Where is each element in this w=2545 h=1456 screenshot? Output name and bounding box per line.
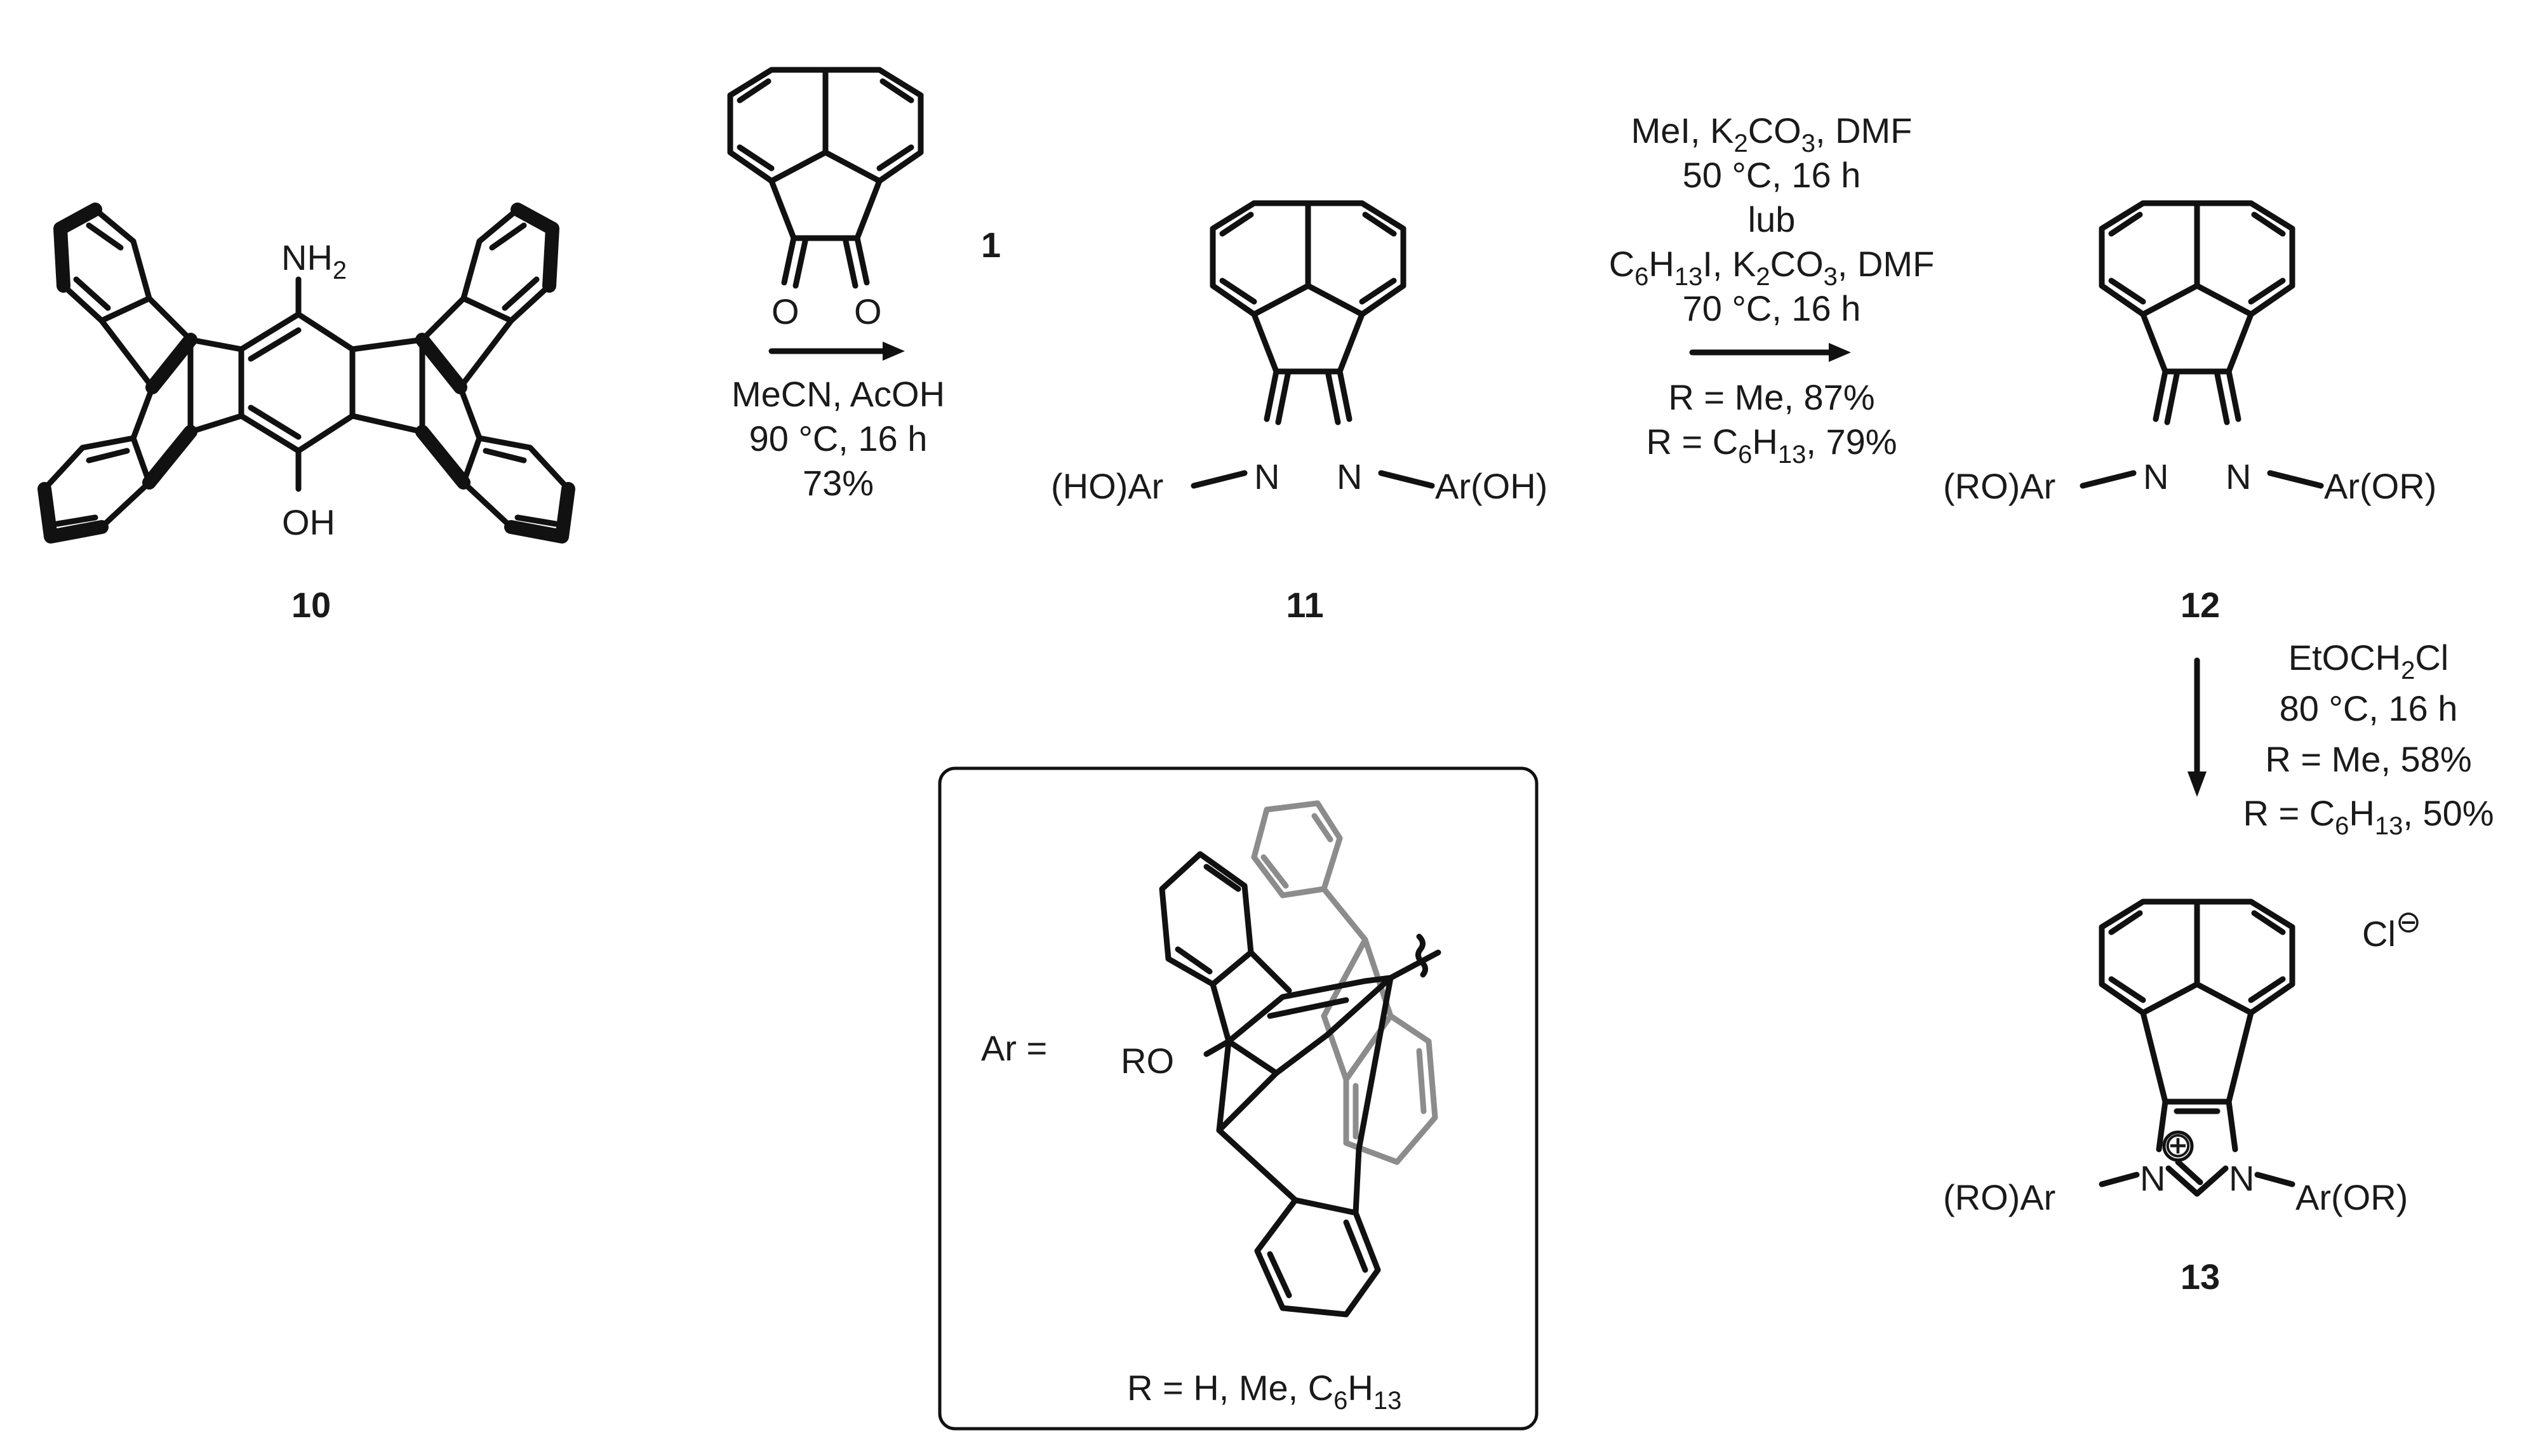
ar-triptycene-structure bbox=[1159, 800, 1441, 1318]
compound-11-nitrogen-left: N bbox=[1254, 457, 1279, 497]
compound-13-left-substituent: (RO)Ar bbox=[1943, 1177, 2055, 1217]
compound-10-oh-label: OH bbox=[282, 502, 335, 542]
compound-12-nitrogen-left: N bbox=[2143, 457, 2168, 497]
compound-11-right-substituent: Ar(OH) bbox=[1435, 466, 1547, 506]
compound-12-right-substituent: Ar(OR) bbox=[2324, 466, 2436, 506]
step-2-yield-methyl: R = Me, 87% bbox=[1668, 377, 1874, 417]
compound-1-structure bbox=[727, 67, 924, 289]
compound-11-nitrogen-right: N bbox=[1337, 457, 1362, 497]
compound-11-left-substituent: (HO)Ar bbox=[1051, 466, 1163, 506]
step-2-condition-hexylation: C6H13I, K2CO3, DMF bbox=[1609, 244, 1935, 291]
compound-12-label: 12 bbox=[2181, 585, 2220, 625]
compound-10-label: 10 bbox=[291, 585, 331, 625]
step-2-condition-temperature-2: 70 °C, 16 h bbox=[1683, 288, 1861, 328]
compound-13-positive-charge: ⊕ bbox=[2163, 1125, 2193, 1165]
step-3-arrowhead bbox=[2188, 771, 2207, 797]
step-2-condition-separator: lub bbox=[1748, 199, 1796, 239]
step-1-condition-yield: 73% bbox=[803, 463, 874, 503]
step-3-condition-reagent: EtOCH2Cl bbox=[2288, 638, 2449, 685]
compound-1-oxygen-right: O bbox=[854, 291, 882, 331]
compound-13-structure bbox=[2099, 898, 2295, 1197]
compound-12-nitrogen-right: N bbox=[2226, 457, 2251, 497]
step-1-condition-solvent: MeCN, AcOH bbox=[731, 374, 945, 414]
step-2-condition-temperature-1: 50 °C, 16 h bbox=[1683, 155, 1861, 195]
r-definition: R = H, Me, C6H13 bbox=[1127, 1368, 1401, 1415]
compound-13-nitrogen-left: N bbox=[2140, 1158, 2165, 1198]
step-3-yield-methyl: R = Me, 58% bbox=[2265, 739, 2471, 779]
ar-definition-box bbox=[938, 766, 1539, 1431]
step-2-condition-methylation: MeI, K2CO3, DMF bbox=[1631, 110, 1913, 157]
step-1-arrowhead bbox=[883, 342, 905, 361]
compound-10-structure bbox=[37, 203, 575, 544]
compound-13-label: 13 bbox=[2181, 1257, 2220, 1297]
compound-10-nh2-label: NH2 bbox=[281, 237, 347, 284]
step-2-yield-hexyl: R = C6H13, 79% bbox=[1646, 422, 1897, 469]
compound-13-right-substituent: Ar(OR) bbox=[2295, 1177, 2408, 1217]
step-2-arrowhead bbox=[1829, 343, 1851, 362]
compound-13-chloride-anion: Cl⊖ bbox=[2362, 905, 2421, 954]
compound-1-label: 1 bbox=[981, 225, 1001, 265]
step-3-condition-temperature: 80 °C, 16 h bbox=[2280, 688, 2458, 728]
compound-1-oxygen-left: O bbox=[772, 291, 799, 331]
step-1-condition-temperature: 90 °C, 16 h bbox=[749, 418, 928, 458]
ar-ro-label: RO bbox=[1121, 1041, 1174, 1081]
compound-11-label: 11 bbox=[1286, 585, 1323, 625]
compound-11-structure bbox=[1191, 200, 1435, 489]
compound-13-nitrogen-right: N bbox=[2229, 1158, 2254, 1198]
compound-12-structure bbox=[2080, 200, 2324, 489]
ar-label: Ar = bbox=[981, 1028, 1047, 1068]
compound-12-left-substituent: (RO)Ar bbox=[1943, 466, 2055, 506]
step-3-yield-hexyl: R = C6H13, 50% bbox=[2243, 793, 2494, 840]
